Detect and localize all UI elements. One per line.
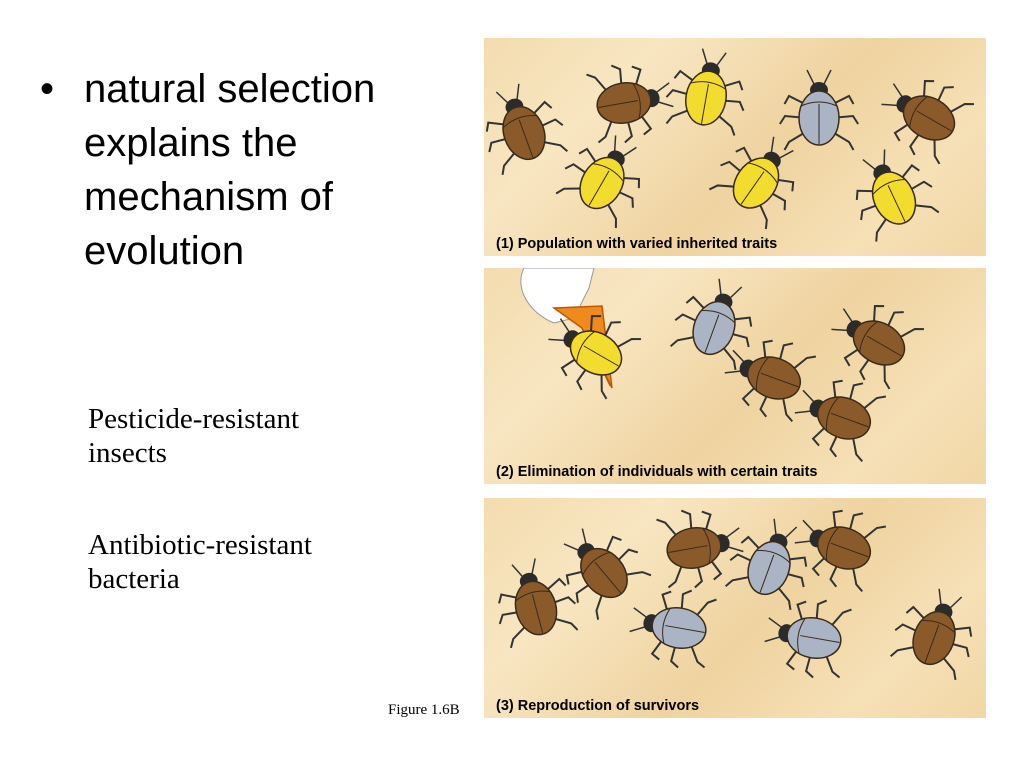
- panel-reproduction: (3) Reproduction of survivors: [484, 498, 986, 718]
- beetle-icon: [708, 136, 795, 230]
- beetle-icon: [656, 509, 744, 589]
- beetle-icon: [724, 339, 817, 423]
- bullet-item: • natural selection explains the mechani…: [40, 62, 450, 278]
- bird-head-icon: [520, 268, 613, 389]
- beetle-icon: [555, 135, 640, 228]
- figure-caption: Figure 1.6B: [388, 702, 460, 718]
- panel-1-label: (1) Population with varied inherited tra…: [496, 236, 778, 252]
- example-pesticide-resistant-insects: Pesticide-resistant insects: [88, 403, 300, 469]
- beetle-icon: [794, 509, 887, 593]
- beetle-icon: [563, 528, 652, 620]
- beetle-icon: [485, 83, 569, 176]
- panel-population-varied-traits: (1) Population with varied inherited tra…: [484, 38, 986, 256]
- panel-1-illustration: [485, 48, 974, 242]
- beetle-icon: [764, 599, 852, 679]
- panel-3-illustration: [498, 509, 973, 681]
- beetle-icon: [831, 305, 924, 390]
- beetle-icon: [586, 64, 674, 144]
- panel-2-illustration: [520, 268, 924, 463]
- panel-elimination: (2) Elimination of individuals with cert…: [484, 268, 986, 484]
- panel-3-label: (3) Reproduction of survivors: [496, 698, 700, 714]
- panel-2-label: (2) Elimination of individuals with cert…: [496, 464, 818, 480]
- beetle-icon: [548, 315, 641, 400]
- beetle-icon: [669, 278, 753, 371]
- beetle-icon: [629, 589, 717, 669]
- beetle-icon: [498, 558, 579, 649]
- example-antibiotic-resistant-bacteria: Antibiotic-resistant bacteria: [88, 529, 312, 595]
- beetle-icon: [794, 379, 887, 463]
- bullet-symbol: •: [40, 67, 55, 111]
- beetle-icon: [665, 48, 745, 136]
- beetle-icon: [724, 518, 808, 611]
- beetle-icon: [889, 588, 973, 681]
- beetle-icon: [779, 69, 859, 151]
- beetle-icon: [881, 80, 974, 165]
- bullet-text: natural selection explains the mechanism…: [84, 67, 376, 273]
- beetle-icon: [855, 149, 940, 242]
